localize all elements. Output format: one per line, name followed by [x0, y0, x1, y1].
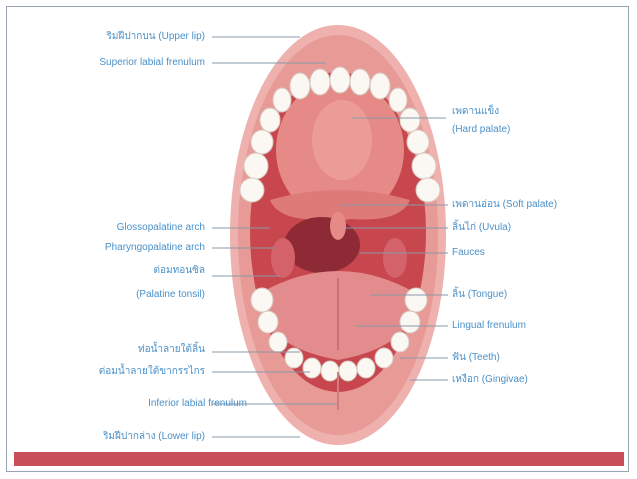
label-duct-1: ท่อน้ำลายใต้ลิ้น [138, 344, 205, 356]
label-soft-palate: เพดานอ่อน (Soft palate) [452, 199, 557, 211]
label-uvula: ลิ้นไก่ (Uvula) [452, 222, 511, 234]
label-palatine-tonsil-en: (Palatine tonsil) [136, 289, 205, 301]
bottom-band [14, 452, 624, 466]
label-tongue: ลิ้น (Tongue) [452, 289, 507, 301]
label-hard-palate-th: เพดานแข็ง [452, 106, 499, 118]
label-gingivae: เหงือก (Gingivae) [452, 374, 528, 386]
fauces [284, 217, 360, 273]
label-lingual-frenulum: Lingual frenulum [452, 320, 526, 332]
uvula [330, 212, 346, 240]
palatine-tonsil [271, 238, 295, 278]
label-hard-palate-en: (Hard palate) [452, 124, 510, 136]
label-teeth: ฟัน (Teeth) [452, 352, 500, 364]
label-glossopalatine-arch: Glossopalatine arch [117, 222, 205, 234]
label-fauces: Fauces [452, 247, 485, 259]
label-lower-lip: ริมฝีปากล่าง (Lower lip) [103, 431, 205, 443]
label-upper-lip: ริมฝีปากบน (Upper lip) [107, 31, 205, 43]
label-superior-labial-frenulum: Superior labial frenulum [99, 57, 205, 69]
label-pharyngopalatine-arch: Pharyngopalatine arch [105, 242, 205, 254]
label-palatine-tonsil-th: ต่อมทอนซิล [154, 265, 205, 277]
label-inferior-labial-frenulum: Inferior labial frenulum [148, 398, 247, 410]
label-duct-2: ต่อมน้ำลายใต้ขากรรไกร [99, 366, 205, 378]
